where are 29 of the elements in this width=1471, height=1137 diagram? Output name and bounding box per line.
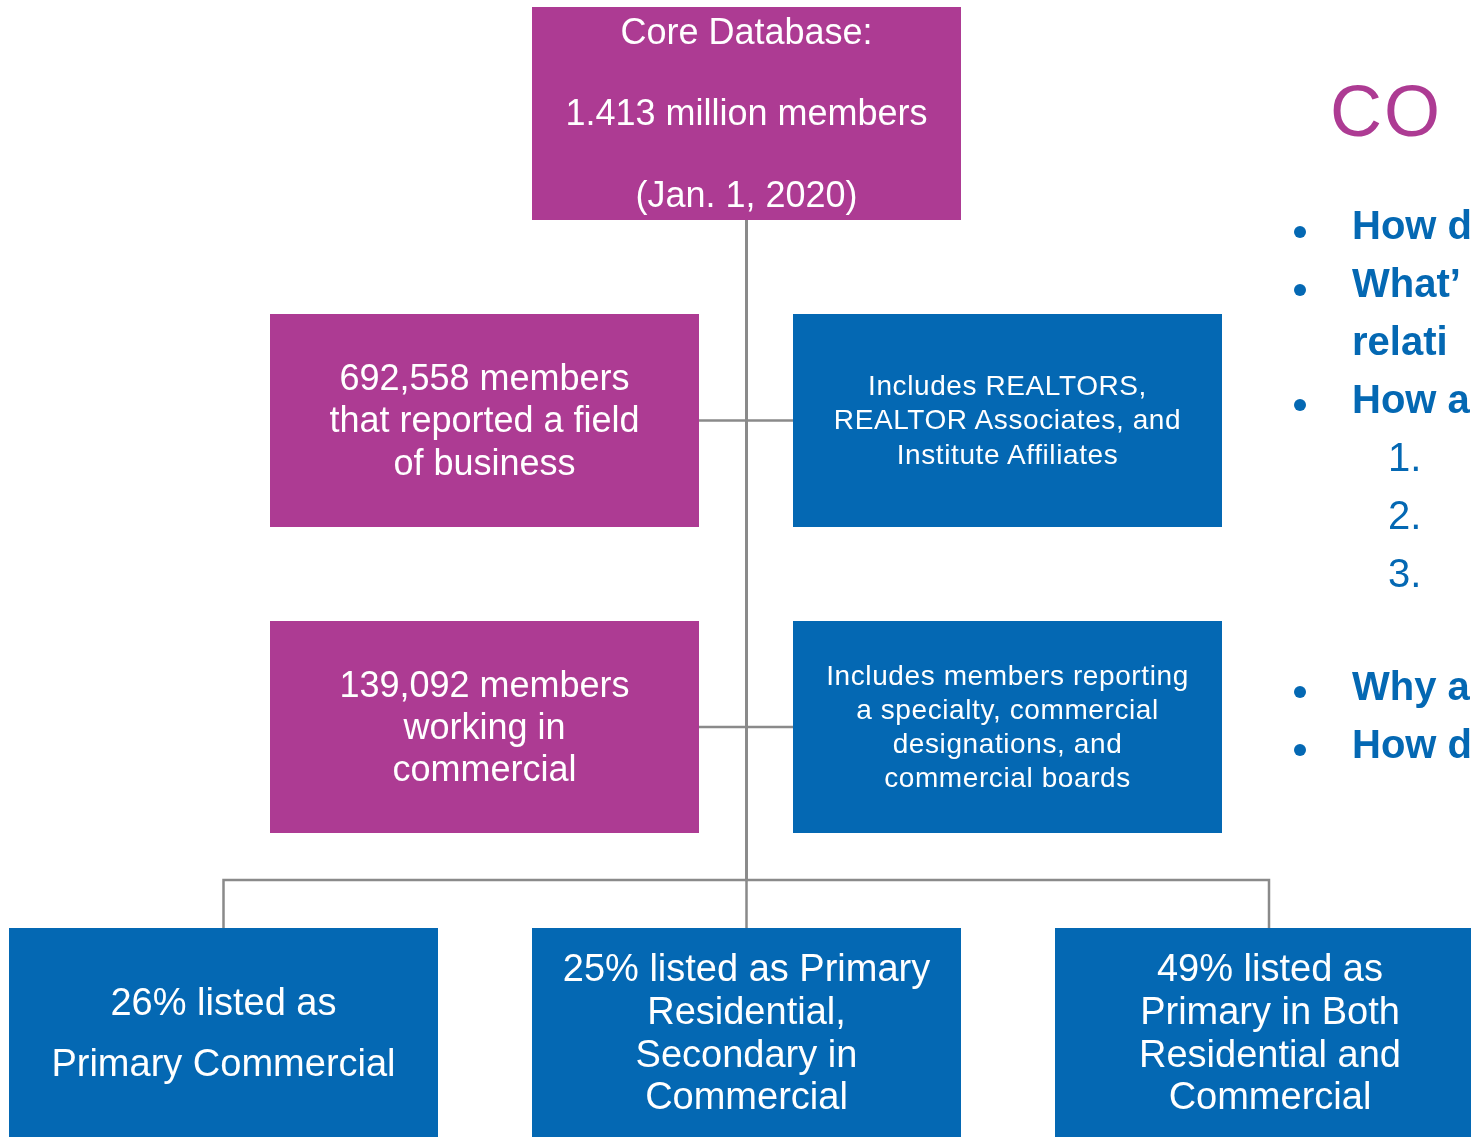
box-text: 139,092 members working in commercial bbox=[338, 663, 631, 791]
box-text: Core Database: bbox=[620, 11, 873, 54]
box-text: 692,558 members that reported a field of business bbox=[328, 357, 641, 484]
box-text: 49% listed as Primary in Both Residential and Commercial bbox=[1138, 946, 1402, 1119]
slide-text: 3. bbox=[1388, 551, 1422, 596]
slide-text: 2. bbox=[1388, 493, 1422, 538]
box-text: 1.413 million members bbox=[565, 92, 928, 135]
org-box bbox=[793, 314, 1222, 527]
slide-text: What’ bbox=[1352, 261, 1461, 306]
org-box bbox=[532, 7, 961, 220]
org-box bbox=[793, 621, 1222, 833]
org-box bbox=[9, 928, 438, 1137]
slide-text: Why a bbox=[1352, 664, 1470, 709]
box-text: Primary Commercial bbox=[51, 1041, 396, 1085]
slide-text: 1. bbox=[1388, 435, 1422, 480]
slide-text: How a bbox=[1352, 377, 1470, 422]
box-text: 26% listed as bbox=[110, 980, 337, 1024]
slide-text: relati bbox=[1352, 319, 1448, 364]
org-box bbox=[1055, 928, 1471, 1137]
org-box bbox=[270, 314, 699, 527]
slide-text: How d bbox=[1352, 203, 1471, 248]
box-text: (Jan. 1, 2020) bbox=[635, 173, 858, 216]
org-box bbox=[270, 621, 699, 833]
box-text: 25% listed as Primary Residential, Secondary in Commercial bbox=[562, 946, 931, 1119]
box-text: Includes REALTORS, REALTOR Associates, and Institute Affiliates bbox=[832, 369, 1183, 472]
slide-text: How d bbox=[1352, 722, 1471, 767]
slide-title: CO bbox=[1330, 70, 1442, 152]
box-text: Includes members reporting a specialty, commercial designations, and commercial boards bbox=[825, 658, 1190, 796]
org-box bbox=[532, 928, 961, 1137]
